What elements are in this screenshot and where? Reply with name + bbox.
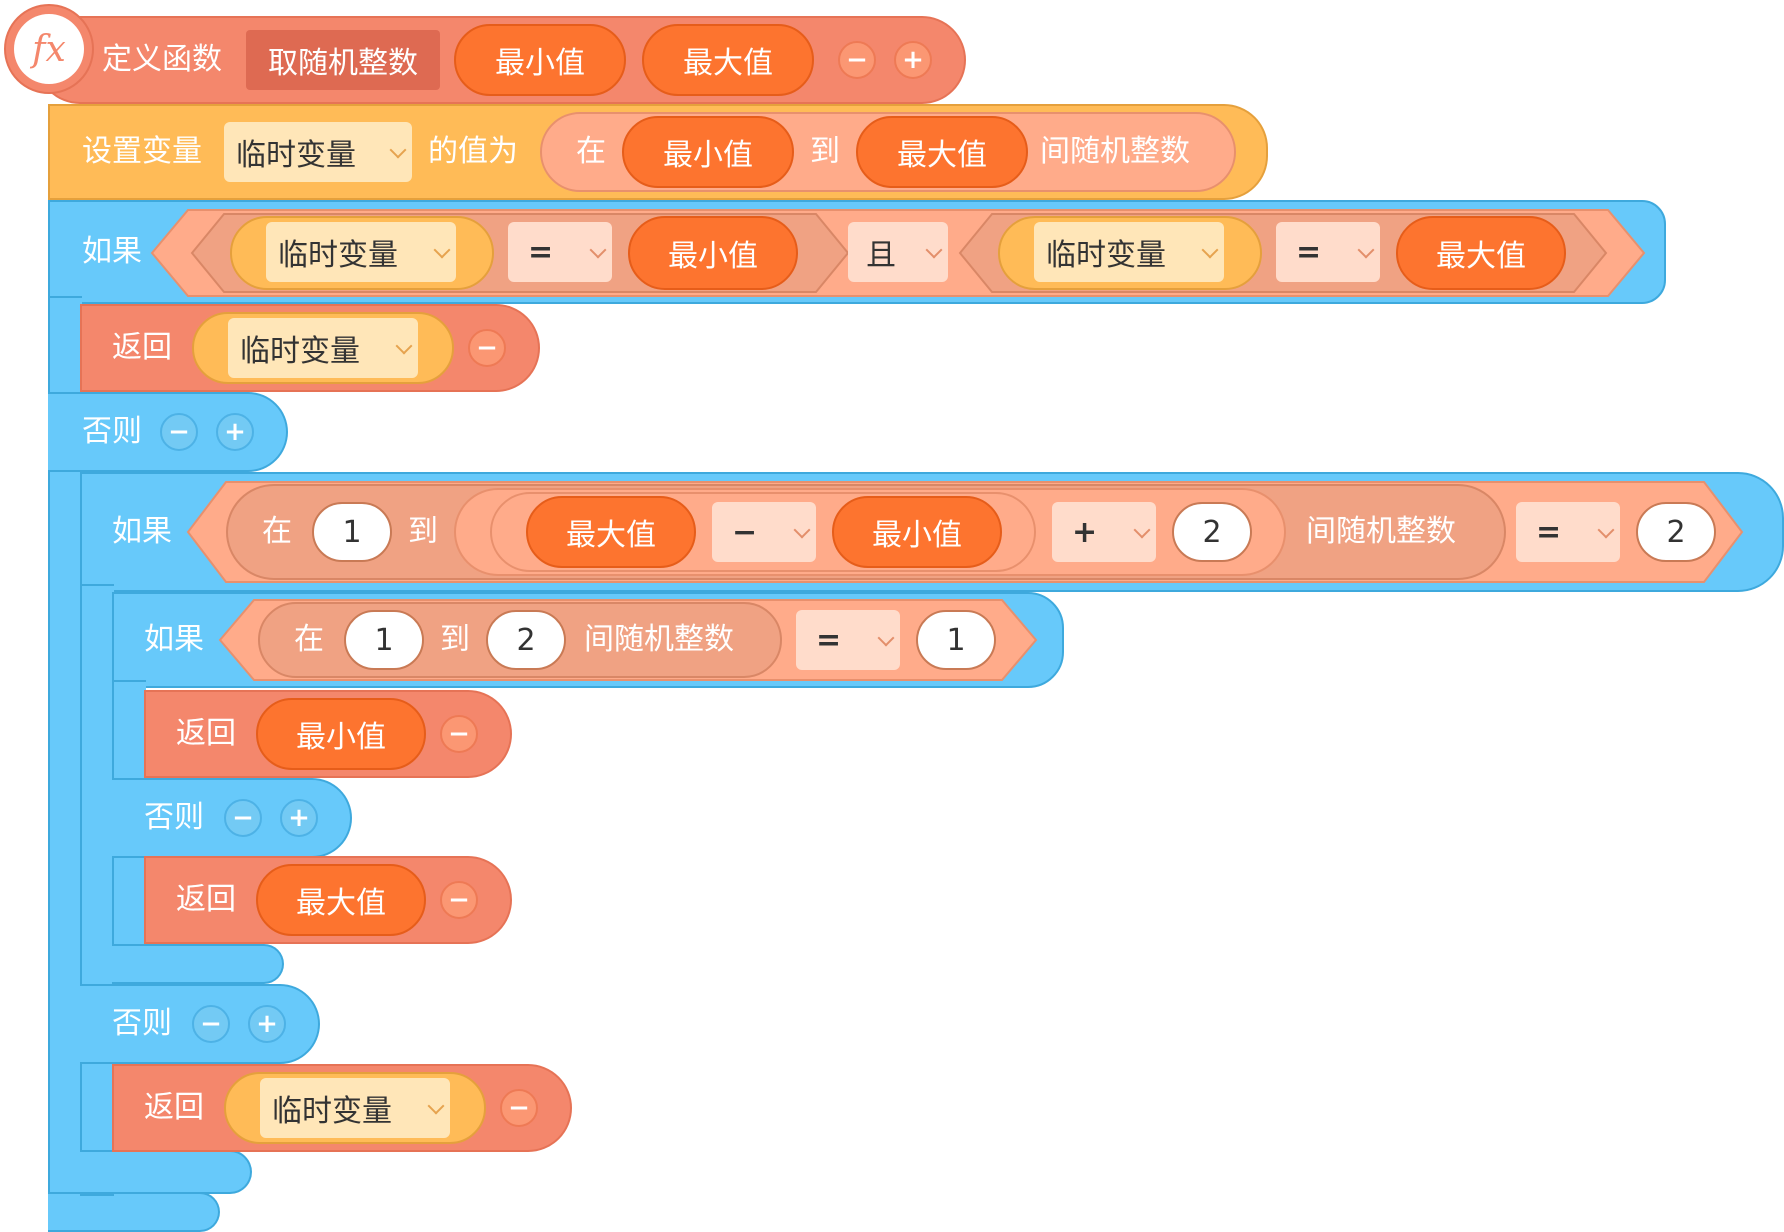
if-block-second-spine (80, 584, 114, 1196)
chevron-down-icon (877, 629, 895, 647)
op-dropdown-left[interactable]: = (508, 222, 612, 282)
return-label-1: 返回 (112, 330, 172, 365)
compare-value-right[interactable]: 最大值 (1396, 216, 1566, 290)
fx-icon-text: fx (32, 28, 66, 70)
add-value-2[interactable]: 2 (1172, 502, 1252, 562)
op-symbol-left: = (528, 234, 554, 270)
return-label-3: 返回 (176, 882, 236, 917)
var-name-left: 临时变量 (278, 238, 398, 273)
remove-else-button-3[interactable]: − (224, 799, 262, 837)
op-dropdown-right[interactable]: = (1276, 222, 1380, 282)
chevron-down-icon (1357, 241, 1375, 259)
random-to-label-3: 到 (440, 622, 470, 657)
chevron-down-icon (1133, 521, 1151, 539)
chevron-down-icon (1597, 521, 1615, 539)
random-from-label-3: 在 (294, 622, 324, 657)
var-dropdown-left[interactable]: 临时变量 (266, 222, 456, 282)
param-min[interactable]: 最小值 (454, 24, 626, 96)
random-from-label: 在 (576, 134, 606, 169)
add-op-dropdown[interactable]: + (1052, 502, 1156, 562)
set-variable-dropdown[interactable]: 临时变量 (224, 122, 412, 182)
var-name-right: 临时变量 (1046, 238, 1166, 273)
define-function-label: 定义函数 (102, 42, 222, 77)
random-min-value[interactable]: 最小值 (622, 116, 794, 188)
chevron-down-icon (925, 241, 943, 259)
random-to-label: 到 (810, 134, 840, 169)
remove-return-button-4[interactable]: − (500, 1089, 538, 1127)
else-label-1: 否则 (82, 414, 142, 449)
fx-icon-inner: fx (14, 14, 84, 84)
if-label-3: 如果 (144, 622, 204, 657)
compare-op-dropdown-2[interactable]: = (1516, 502, 1620, 562)
add-else-button-1[interactable]: + (216, 413, 254, 451)
else-label-2: 否则 (112, 1006, 172, 1041)
chevron-down-icon (427, 1097, 445, 1115)
if-block-outer-bottom (48, 1192, 220, 1232)
remove-else-button-2[interactable]: − (192, 1005, 230, 1043)
random-int-suffix-3: 间随机整数 (584, 622, 734, 657)
compare-value-left[interactable]: 最小值 (628, 216, 798, 290)
return-value-3[interactable]: 最大值 (256, 864, 426, 936)
if-block-third-bottom (112, 944, 284, 984)
add-else-button-3[interactable]: + (280, 799, 318, 837)
var-dropdown-right[interactable]: 临时变量 (1034, 222, 1224, 282)
random-to-label-2: 到 (408, 514, 438, 549)
chevron-down-icon (389, 141, 407, 159)
if-block-second-bottom (80, 1150, 252, 1194)
remove-param-button[interactable]: − (838, 41, 876, 79)
random-low-value-2[interactable]: 1 (312, 502, 392, 562)
remove-return-button-1[interactable]: − (468, 329, 506, 367)
random-low-value-3[interactable]: 1 (344, 610, 424, 670)
op-symbol-right: = (1296, 234, 1322, 270)
random-from-label-2: 在 (262, 514, 292, 549)
random-int-suffix: 间随机整数 (1040, 134, 1190, 169)
random-max-value[interactable]: 最大值 (856, 116, 1028, 188)
random-high-value-3[interactable]: 2 (486, 610, 566, 670)
compare-op-symbol-2: = (1536, 514, 1562, 550)
chevron-down-icon (589, 241, 607, 259)
compare-value-3[interactable]: 1 (916, 610, 996, 670)
return-value-2[interactable]: 最小值 (256, 698, 426, 770)
if-label-2: 如果 (112, 514, 172, 549)
function-name-field[interactable]: 取随机整数 (246, 30, 440, 90)
return-label-4: 返回 (144, 1090, 204, 1125)
return-label-2: 返回 (176, 716, 236, 751)
return-var-name-4: 临时变量 (272, 1094, 392, 1129)
return-var-dropdown-1[interactable]: 临时变量 (228, 318, 418, 378)
remove-else-button-1[interactable]: − (160, 413, 198, 451)
value-is-label: 的值为 (428, 134, 518, 169)
chevron-down-icon (395, 337, 413, 355)
and-label: 且 (866, 238, 896, 273)
chevron-down-icon (793, 521, 811, 539)
compare-op-dropdown-3[interactable]: = (796, 610, 900, 670)
chevron-down-icon (433, 241, 451, 259)
if-label-1: 如果 (82, 234, 142, 269)
random-int-suffix-2: 间随机整数 (1306, 514, 1456, 549)
set-variable-name: 临时变量 (236, 138, 356, 173)
subtract-right-value[interactable]: 最小值 (832, 496, 1002, 568)
remove-return-button-3[interactable]: − (440, 881, 478, 919)
set-variable-label: 设置变量 (82, 134, 202, 169)
function-name-text: 取随机整数 (268, 46, 418, 81)
else-label-3: 否则 (144, 800, 204, 835)
return-var-dropdown-4[interactable]: 临时变量 (260, 1078, 450, 1138)
chevron-down-icon (1201, 241, 1219, 259)
return-var-name-1: 临时变量 (240, 334, 360, 369)
param-max[interactable]: 最大值 (642, 24, 814, 96)
add-op-symbol: + (1072, 514, 1098, 550)
add-else-button-2[interactable]: + (248, 1005, 286, 1043)
compare-op-symbol-3: = (816, 622, 842, 658)
subtract-left-value[interactable]: 最大值 (526, 496, 696, 568)
compare-value-2[interactable]: 2 (1636, 502, 1716, 562)
subtract-op-dropdown[interactable]: − (712, 502, 816, 562)
subtract-op-symbol: − (732, 514, 758, 550)
remove-return-button-2[interactable]: − (440, 715, 478, 753)
add-param-button[interactable]: + (894, 41, 932, 79)
and-dropdown[interactable]: 且 (848, 222, 948, 282)
